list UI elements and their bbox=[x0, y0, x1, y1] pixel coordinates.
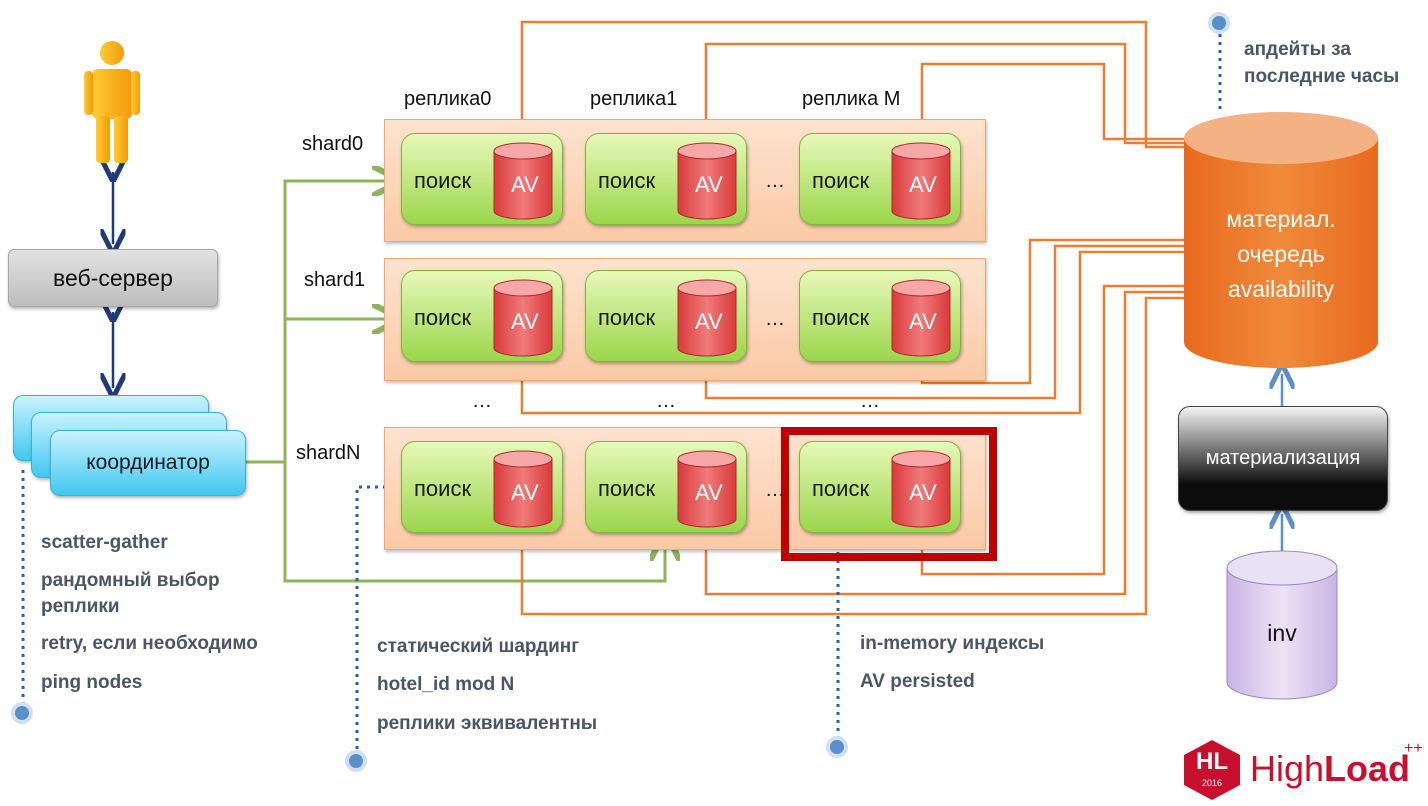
queue-label-3: availability bbox=[1227, 276, 1335, 302]
availability-queue-cylinder bbox=[1184, 112, 1378, 368]
av-database-icon bbox=[891, 450, 951, 528]
av-label: AV bbox=[909, 172, 937, 197]
note-updates-1: апдейты за bbox=[1244, 39, 1351, 60]
search-label: поиск bbox=[812, 305, 870, 330]
av-label: AV bbox=[909, 480, 937, 505]
user-icon bbox=[84, 41, 140, 163]
note-static-sharding: статический шардинг bbox=[377, 636, 580, 657]
logo-plus: ++ bbox=[1404, 740, 1423, 757]
note-ping-nodes: ping nodes bbox=[41, 672, 143, 693]
row-ellipsis-colm: … bbox=[860, 390, 880, 412]
av-database-icon bbox=[493, 279, 553, 357]
search-node-shard1-replica1: поиск AV bbox=[585, 270, 747, 362]
row-ellipsis-col1: … bbox=[656, 390, 676, 412]
search-node-shardn-replica1: поиск AV bbox=[585, 441, 747, 533]
search-node-shardn-replica2: поиск AV bbox=[799, 441, 961, 533]
note-av-persisted: AV persisted bbox=[860, 671, 975, 692]
av-label: AV bbox=[909, 309, 937, 334]
av-label: AV bbox=[511, 309, 539, 334]
av-label: AV bbox=[695, 172, 723, 197]
shard-name-0: shard0 bbox=[302, 133, 364, 155]
av-database-icon bbox=[891, 142, 951, 220]
highload-logo-badge bbox=[1184, 740, 1240, 800]
web-server-label: веб-сервер bbox=[53, 264, 173, 291]
inv-cylinder bbox=[1226, 550, 1338, 700]
logo-badge-year: 2016 bbox=[1201, 778, 1223, 788]
coordinator-fanout-lines bbox=[246, 181, 665, 583]
av-database-icon bbox=[677, 279, 737, 357]
av-label: AV bbox=[511, 480, 539, 505]
av-database-icon bbox=[677, 450, 737, 528]
av-database-icon bbox=[891, 279, 951, 357]
av-database-icon bbox=[493, 142, 553, 220]
highlighted-replica-frame bbox=[781, 427, 997, 561]
note-replicas-equivalent: реплики эквивалентны bbox=[377, 713, 598, 734]
note-random-choice-2: реплики bbox=[41, 596, 120, 617]
callout-dot-sharding bbox=[345, 750, 367, 772]
web-server-box: веб-сервер bbox=[8, 249, 218, 307]
search-node-shard0-replica2: поиск AV bbox=[799, 133, 961, 225]
queue-top-feeds bbox=[522, 20, 1185, 147]
replica-header-m: реплика M bbox=[802, 88, 901, 110]
search-node-shard0-replica0: поиск AV bbox=[401, 133, 563, 225]
av-label: AV bbox=[695, 480, 723, 505]
callout-dot-updates bbox=[1208, 12, 1230, 34]
callout-leaders bbox=[21, 34, 1222, 752]
materialization-label: материализация bbox=[1205, 447, 1361, 469]
search-label: поиск bbox=[812, 168, 870, 193]
av-label: AV bbox=[511, 172, 539, 197]
search-label: поиск bbox=[414, 305, 472, 330]
note-random-choice-1: рандомный выбор bbox=[41, 570, 220, 591]
search-label: поиск bbox=[414, 168, 472, 193]
queue-label-2: очередь bbox=[1237, 241, 1325, 267]
av-label: AV bbox=[695, 309, 723, 334]
search-label: поиск bbox=[598, 168, 656, 193]
replica-ellipsis-1: … bbox=[765, 308, 785, 330]
replica-header-1: реплика1 bbox=[590, 88, 678, 110]
note-updates-2: последние часы bbox=[1244, 66, 1400, 87]
note-retry: retry, если необходимо bbox=[41, 633, 258, 654]
shard-name-1: shard1 bbox=[304, 269, 366, 291]
logo-text: HighLoad bbox=[1250, 748, 1410, 790]
replica-header-0: реплика0 bbox=[404, 88, 492, 110]
callout-dot-coordinator bbox=[11, 702, 33, 724]
inv-label: inv bbox=[1267, 620, 1297, 646]
note-hotel-id-mod: hotel_id mod N bbox=[377, 674, 515, 695]
search-node-shard1-replica2: поиск AV bbox=[799, 270, 961, 362]
search-label: поиск bbox=[812, 476, 870, 501]
search-node-shardn-replica0: поиск AV bbox=[401, 441, 563, 533]
note-scatter-gather: scatter-gather bbox=[41, 532, 168, 553]
search-node-shard1-replica0: поиск AV bbox=[401, 270, 563, 362]
queue-label-1: материал. bbox=[1226, 206, 1336, 232]
shard-name-n: shardN bbox=[296, 442, 361, 464]
materialization-box: материализация bbox=[1178, 406, 1388, 511]
av-database-icon bbox=[493, 450, 553, 528]
search-node-shard0-replica1: поиск AV bbox=[585, 133, 747, 225]
search-label: поиск bbox=[598, 476, 656, 501]
coordinator-label: координатор bbox=[86, 451, 210, 474]
search-label: поиск bbox=[414, 476, 472, 501]
av-database-icon bbox=[677, 142, 737, 220]
note-in-memory: in-memory индексы bbox=[860, 633, 1045, 654]
callout-dot-memory bbox=[826, 736, 848, 758]
replica-ellipsis-0: … bbox=[765, 170, 785, 192]
logo-text-high: High bbox=[1250, 748, 1325, 789]
coordinator-box: координатор bbox=[50, 430, 246, 496]
logo-badge-text: HL bbox=[1196, 748, 1228, 775]
replica-ellipsis-n: … bbox=[765, 479, 785, 501]
row-ellipsis-col0: … bbox=[472, 390, 492, 412]
logo-text-load: Load bbox=[1324, 748, 1411, 789]
search-label: поиск bbox=[598, 305, 656, 330]
